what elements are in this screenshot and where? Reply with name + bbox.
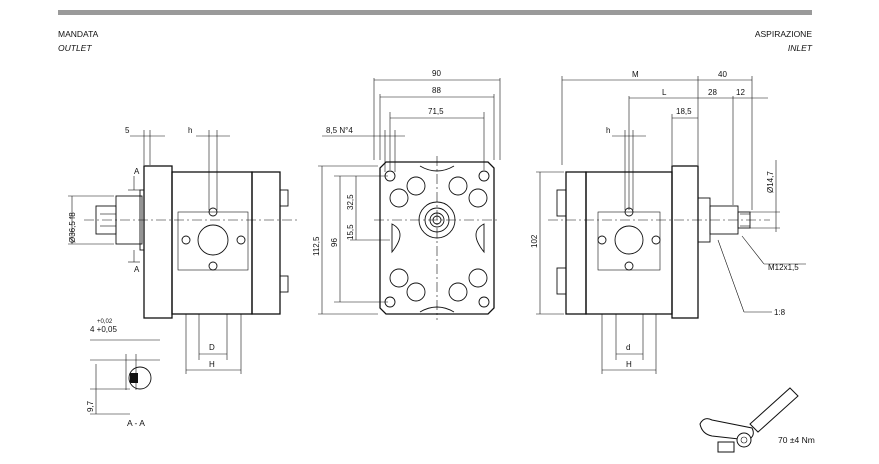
inlet-label-en: INLET	[788, 43, 813, 53]
tol-upper: +0,02	[97, 319, 113, 325]
dim-h-right: h	[606, 126, 610, 135]
dim-12: 12	[736, 88, 745, 97]
front-view: 90 88 71,5 8,5 N°4 112,5 96 32,5 15,5	[312, 69, 501, 320]
left-side-view: 5 h Ø36,5 f8 A A D H	[68, 126, 300, 374]
section-a-top: A	[134, 167, 140, 176]
header-bar	[58, 10, 812, 15]
dim-D: D	[209, 343, 215, 352]
torque-wrench-icon: 70 ±4 Nm	[699, 387, 815, 453]
tol-lower: 4 +0,05	[90, 325, 117, 334]
dim-102: 102	[530, 234, 539, 248]
dim-H-left: H	[209, 360, 215, 369]
dim-holes: 8,5 N°4	[326, 126, 353, 135]
torque-label: 70 ±4 Nm	[778, 435, 815, 445]
dim-thread: M12x1,5	[768, 263, 799, 272]
section-a-a: +0,02 4 +0,05 9,7 A - A	[86, 319, 160, 428]
outlet-label-it: MANDATA	[58, 29, 99, 39]
dim-112-5: 112,5	[312, 236, 321, 256]
inlet-label-it: ASPIRAZIONE	[755, 29, 812, 39]
dim-90: 90	[432, 69, 441, 78]
dim-9-7: 9,7	[86, 400, 95, 412]
right-side-view: M 40 L 28 12 18,5 h 102 Ø14,7 M12x1,5	[530, 70, 806, 374]
section-caption: A - A	[127, 418, 145, 428]
dim-28: 28	[708, 88, 717, 97]
dim-diameter: Ø36,5 f8	[68, 212, 77, 243]
dim-15-5: 15,5	[346, 224, 355, 240]
dim-88: 88	[432, 86, 441, 95]
dim-18-5: 18,5	[676, 107, 692, 116]
dim-5: 5	[125, 126, 130, 135]
dim-71-5: 71,5	[428, 107, 444, 116]
section-a-bottom: A	[134, 265, 140, 274]
dim-96: 96	[330, 238, 339, 247]
dim-M: M	[632, 70, 639, 79]
dim-L: L	[662, 88, 667, 97]
dim-32-5: 32,5	[346, 194, 355, 210]
dim-40: 40	[718, 70, 727, 79]
dim-diameter-14-7: Ø14,7	[766, 171, 775, 193]
outlet-label-en: OUTLET	[58, 43, 92, 53]
dim-h-left: h	[188, 126, 192, 135]
dim-H-right: H	[626, 360, 632, 369]
dim-taper: 1:8	[774, 308, 786, 317]
dim-d: d	[626, 343, 630, 352]
